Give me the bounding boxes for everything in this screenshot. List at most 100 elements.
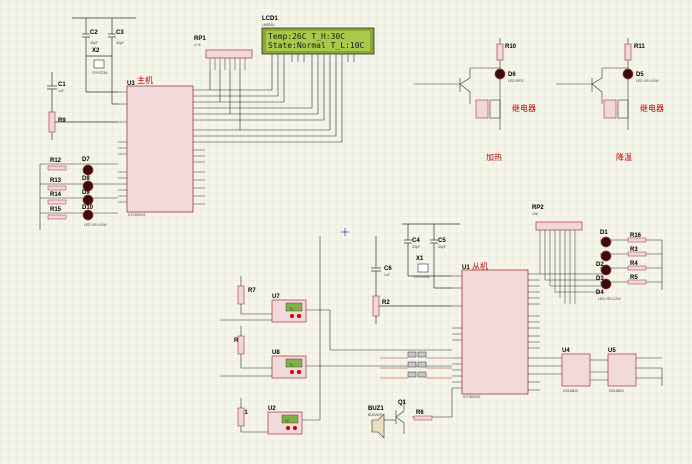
button-2[interactable] <box>417 351 427 358</box>
r11-body <box>624 43 632 61</box>
d6-part: LED-RED <box>508 79 524 83</box>
relay-heat-coil <box>475 99 489 119</box>
relay-cool[interactable]: R11 D5 LED-YELLOW 继电器 降温 <box>556 38 664 162</box>
slave-ref: U1 <box>462 265 470 271</box>
u2-button[interactable] <box>286 426 290 430</box>
u2-reading: 26 <box>285 419 289 423</box>
relay-heat-switch <box>489 99 501 119</box>
button-3[interactable] <box>407 361 417 368</box>
r2-ref: R2 <box>382 300 390 306</box>
d8-ref: D8 <box>82 176 90 182</box>
c2-ref: C2 <box>90 30 98 36</box>
slave-mcu[interactable]: U1 从机 STC89C52 <box>452 261 540 399</box>
d6-led <box>494 68 506 80</box>
slave-input-buttons[interactable] <box>380 351 452 379</box>
r1-body <box>237 407 245 427</box>
u7-button-2[interactable] <box>297 314 301 318</box>
sensor-u2[interactable]: R1 U2 26 <box>237 236 452 435</box>
u7-display <box>285 302 303 312</box>
c6-ref: C6 <box>384 266 392 272</box>
d7-led <box>82 164 94 176</box>
chip-u4[interactable]: U4 DS18B20 <box>561 348 591 393</box>
r9-ref: R9 <box>58 118 66 124</box>
d10-led <box>82 209 94 221</box>
slave-led-part: LED-YELLOW <box>598 297 621 301</box>
d9-led <box>82 194 94 206</box>
rp1-value: 4.7k <box>194 43 201 47</box>
u8-button[interactable] <box>290 370 294 374</box>
u7-button[interactable] <box>290 314 294 318</box>
r3-ref: R3 <box>630 247 638 253</box>
sensor-u7[interactable]: R7 U7 26 <box>220 276 307 323</box>
d4-ref: D4 <box>596 290 604 296</box>
q1-ref: Q1 <box>398 400 407 406</box>
r4-body <box>627 265 647 271</box>
slave-body <box>461 269 529 395</box>
relay-cool-switch <box>617 99 629 119</box>
u8-button-2[interactable] <box>297 370 301 374</box>
relay-heat[interactable]: R10 D6 LED-RED 继电器 加热 <box>414 38 536 162</box>
resistor-pack-rp1[interactable]: RP1 4.7k <box>194 36 253 70</box>
master-mcu[interactable]: U3 主机 STC89C52 <box>118 75 205 217</box>
master-oscillator[interactable]: C2 C3 30pF 30pF X2 CRYSTAL <box>72 17 136 105</box>
lcd-pins <box>271 54 355 62</box>
x1-value: CRYSTAL <box>414 275 430 279</box>
master-led-array[interactable]: R12 R13 R14 R15 D7 D8 D9 D10 LED-YELLOW <box>39 157 118 230</box>
u2-button-2[interactable] <box>293 426 297 430</box>
origin-marker <box>341 228 349 236</box>
d5-ref: D5 <box>636 72 644 78</box>
u2-ref: U2 <box>268 406 276 412</box>
r5-ref: R5 <box>630 275 638 281</box>
u5-part: DS18B20 <box>609 389 624 393</box>
r9-body <box>48 111 56 133</box>
slave-reset[interactable]: C6 1uF R2 <box>371 236 452 324</box>
master-lcd-bus <box>205 62 343 143</box>
buzzer[interactable]: BUZ1 BUZZER Q1 R6 <box>368 388 453 439</box>
r6-body <box>413 415 433 421</box>
lcd-line-2: State:Normal T_L:10C <box>268 41 365 50</box>
d7-ref: D7 <box>82 157 90 163</box>
r6-ref: R6 <box>416 410 424 416</box>
rp2-body <box>535 221 583 231</box>
c5-value: 30pF <box>438 245 446 249</box>
master-reset[interactable]: C1 1uF R9 <box>47 72 118 140</box>
slave-led-array[interactable]: D1 D2 D3 D4 LED-YELLOW R16 R3 R4 R5 <box>596 230 663 301</box>
x2-ref: X2 <box>92 48 100 54</box>
slave-oscillator[interactable]: C4 C5 30pF 30pF X1 CRYSTAL <box>402 223 460 289</box>
relay-cool-label: 继电器 <box>640 103 664 113</box>
buzzer-icon <box>371 413 385 439</box>
d6-ref: D6 <box>508 72 516 78</box>
button-1[interactable] <box>407 351 417 358</box>
button-4[interactable] <box>417 361 427 368</box>
d4-led <box>600 278 612 290</box>
button-5[interactable] <box>407 371 417 378</box>
u4-ref: U4 <box>562 348 570 354</box>
master-label: 主机 <box>137 75 153 85</box>
chip-u5[interactable]: U5 DS18B20 <box>607 348 637 393</box>
rp1-ref: RP1 <box>194 36 206 42</box>
d2-led <box>600 250 612 262</box>
master-led-part: LED-YELLOW <box>84 223 107 227</box>
c4-ref: C4 <box>412 238 420 244</box>
relay-heat-label: 继电器 <box>512 103 536 113</box>
c2-value: 30pF <box>90 41 98 45</box>
u4-part: DS18B20 <box>563 389 578 393</box>
d5-led <box>622 68 634 80</box>
slave-label: 从机 <box>472 261 488 271</box>
d2-ref: D2 <box>596 262 604 268</box>
lcd-module[interactable]: LCD1 LM016L Temp:26C T_H:30C State:Norma… <box>261 16 375 62</box>
c1-ref: C1 <box>58 82 66 88</box>
u5-body <box>607 353 637 387</box>
r4-ref: R4 <box>630 261 638 267</box>
r7-body <box>237 285 245 305</box>
r7-ref: R7 <box>248 288 256 294</box>
rp1-body <box>205 49 253 59</box>
button-6[interactable] <box>417 371 427 378</box>
master-pins <box>118 89 205 205</box>
d1-ref: D1 <box>600 230 608 236</box>
sensor-u8[interactable]: R8 U8 26 <box>220 326 452 379</box>
r12-ref: R12 <box>50 158 62 164</box>
lcd-screen <box>266 31 370 51</box>
u4-body <box>561 353 591 387</box>
resistor-pack-rp2[interactable]: RP2 10k <box>532 205 610 304</box>
